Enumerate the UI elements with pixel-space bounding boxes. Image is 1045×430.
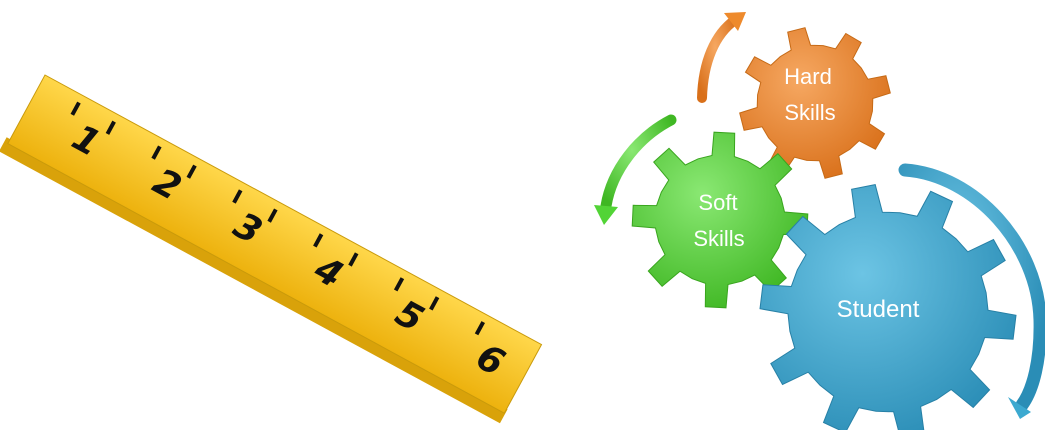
orange-arrow [702, 12, 746, 98]
soft-skills-gear [632, 132, 808, 308]
soft-skills-label-line2: Skills [693, 226, 744, 251]
soft-skills-label-line1: Soft [698, 190, 737, 215]
student-label: Student [837, 296, 920, 323]
green-arrow-head-icon [594, 205, 618, 225]
hard-skills-label-line1: Hard [784, 64, 832, 89]
hard-skills-label-line2: Skills [784, 100, 835, 125]
